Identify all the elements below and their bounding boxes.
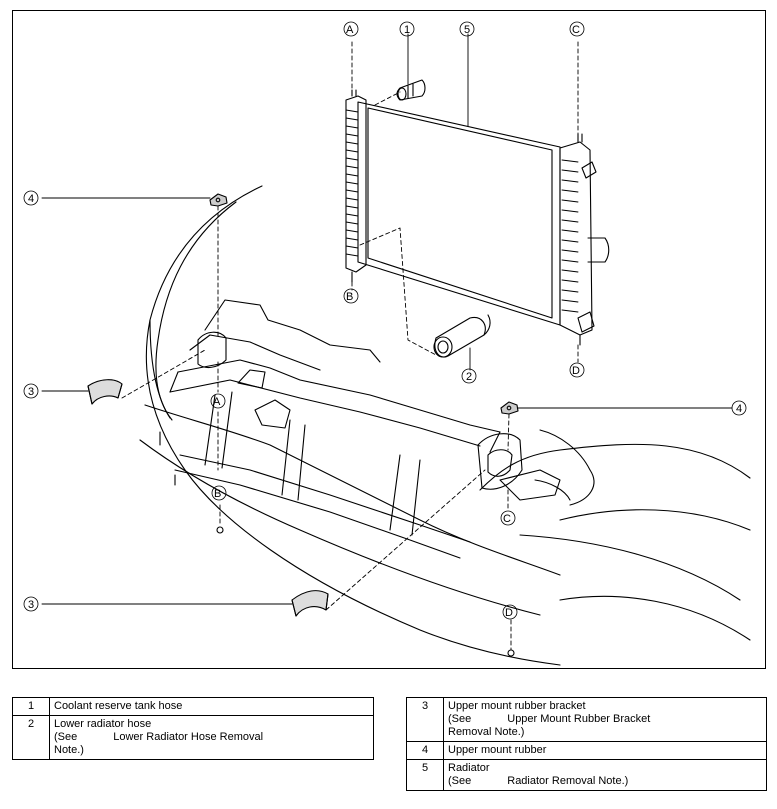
callout-3-left: 3 <box>28 386 34 398</box>
diagram-frame <box>12 10 766 669</box>
callout-brackets <box>23 21 747 620</box>
exploded-view-diagram: A B C D A B C D 1 5 2 4 3 3 4 <box>23 21 751 666</box>
callout-A-top: A <box>346 24 354 36</box>
upper-mount-rubber-left <box>209 193 228 207</box>
legend-number: 4 <box>406 741 444 760</box>
lower-radiator-hose <box>433 314 491 358</box>
callout-4-left: 4 <box>28 193 34 205</box>
callouts: A B C D A B C D 1 5 2 4 3 3 4 <box>28 24 742 619</box>
upper-mount-rubber-bracket-left <box>87 379 123 405</box>
callout-D-top: D <box>572 365 580 377</box>
callout-C-lower: C <box>503 513 511 525</box>
callout-B-top: B <box>346 291 353 303</box>
parts-legend-left: 1 Coolant reserve tank hose 2 Lower radi… <box>12 697 374 760</box>
legend-number: 3 <box>406 697 444 742</box>
upper-mount-rubber-bracket-right <box>291 590 329 617</box>
callout-5: 5 <box>464 24 470 36</box>
upper-mount-rubber-right <box>500 401 519 415</box>
radiator-assembly <box>345 89 610 346</box>
callout-1: 1 <box>404 24 410 36</box>
reference-link[interactable]: Lower Radiator Hose Removal <box>113 731 264 743</box>
callout-D-lower: D <box>505 607 513 619</box>
callout-C-top: C <box>572 24 580 36</box>
legend-number: 2 <box>12 715 50 760</box>
locator-points <box>216 526 515 657</box>
assembly-guide-lines <box>121 41 579 651</box>
reference-link[interactable]: Radiator Removal Note.) <box>507 775 629 787</box>
callout-4-right: 4 <box>736 403 742 415</box>
vehicle-front-body <box>139 185 751 666</box>
legend-row: 4 Upper mount rubber <box>406 741 767 760</box>
callout-A-lower: A <box>213 396 221 408</box>
reference-link[interactable]: Upper Mount Rubber Bracket <box>507 713 651 725</box>
legend-description: Upper mount rubber <box>443 741 767 760</box>
legend-description: Coolant reserve tank hose <box>49 697 374 716</box>
legend-row: 1 Coolant reserve tank hose <box>12 697 374 716</box>
callout-leaders <box>41 33 733 605</box>
legend-number: 5 <box>406 759 444 791</box>
callout-3-bottom: 3 <box>28 599 34 611</box>
coolant-reserve-tank-hose <box>396 79 426 101</box>
callout-B-lower: B <box>214 488 221 500</box>
callout-2: 2 <box>466 371 472 383</box>
legend-number: 1 <box>12 697 50 716</box>
